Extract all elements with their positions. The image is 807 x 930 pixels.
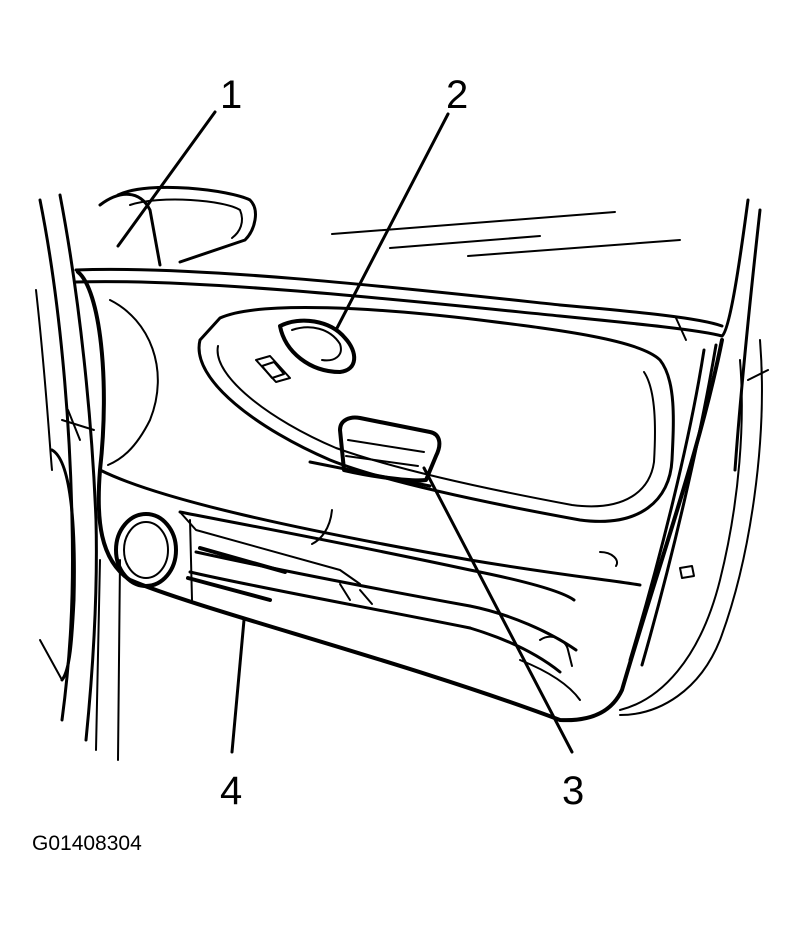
callout-3: 3	[562, 769, 584, 813]
door-frame	[35, 193, 121, 761]
callout-4: 4	[220, 769, 242, 813]
inside-door-handle	[255, 318, 357, 383]
leader-lines	[116, 110, 574, 754]
callout-2: 2	[446, 73, 468, 117]
armrest-bolster	[197, 305, 675, 523]
door-trim-panel	[76, 270, 769, 723]
window-frame	[74, 185, 762, 472]
leader-line-4	[230, 618, 246, 754]
leader-line-1	[116, 110, 217, 248]
leader-line-2	[334, 112, 450, 332]
map-pocket-speaker	[114, 509, 618, 701]
callout-1: 1	[220, 73, 242, 117]
leader-line-3	[422, 466, 574, 754]
window-switch-cup	[308, 415, 442, 488]
figure-id: G01408304	[32, 832, 142, 855]
